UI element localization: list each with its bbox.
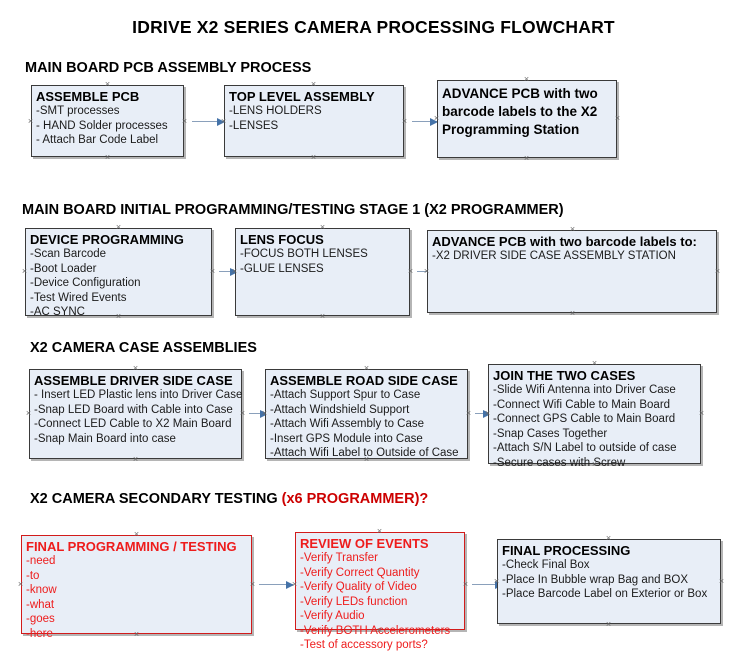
node-title: ADVANCE PCB with two barcode labels to t… bbox=[442, 86, 598, 137]
node-title: ADVANCE PCB with two barcode labels to: bbox=[432, 234, 697, 249]
node-assemble-pcb[interactable]: ASSEMBLE PCB -SMT processes - HAND Solde… bbox=[31, 85, 184, 157]
node-item: -SMT processes bbox=[36, 105, 120, 117]
node-item: -Test of accessory ports? bbox=[300, 639, 428, 651]
node-item: - Insert LED Plastic lens into Driver Ca… bbox=[34, 389, 243, 401]
node-item: -here bbox=[26, 627, 53, 640]
section-heading-main-board-initial-programming: MAIN BOARD INITIAL PROGRAMMING/TESTING S… bbox=[22, 202, 564, 218]
node-advance-pcb-programming-station[interactable]: ADVANCE PCB with two barcode labels to t… bbox=[437, 80, 617, 158]
node-items: -Attach Support Spur to Case -Attach Win… bbox=[270, 388, 465, 461]
node-item: - Attach Bar Code Label bbox=[36, 134, 159, 146]
connector-road-case-to-join bbox=[475, 409, 491, 418]
node-title: FINAL PROGRAMMING / TESTING bbox=[26, 539, 237, 554]
node-item: -goes bbox=[26, 613, 55, 625]
node-item: -Connect LED Cable to X2 Main Board bbox=[34, 418, 232, 430]
section-heading-text: X2 CAMERA CASE ASSEMBLIES bbox=[30, 340, 257, 356]
node-title: JOIN THE TWO CASES bbox=[493, 368, 636, 383]
node-items: -Check Final Box -Place In Bubble wrap B… bbox=[502, 558, 718, 602]
node-item: -Attach Support Spur to Case bbox=[270, 389, 421, 401]
node-item: -Verify BOTH Accelerometers bbox=[300, 624, 451, 637]
node-item: -need bbox=[26, 555, 56, 567]
connector-device-programming-to-lens-focus bbox=[219, 267, 238, 276]
connector-top-level-to-advance bbox=[412, 117, 438, 126]
node-assemble-road-side-case[interactable]: ASSEMBLE ROAD SIDE CASE -Attach Support … bbox=[265, 369, 468, 459]
node-items: -Verify Transfer -Verify Correct Quantit… bbox=[300, 551, 462, 653]
section-heading-accent: (x6 PROGRAMMER)? bbox=[281, 491, 429, 507]
node-item: -Attach Wifi Label to Outside of Case bbox=[270, 447, 459, 459]
node-top-level-assembly[interactable]: TOP LEVEL ASSEMBLY -LENS HOLDERS -LENSES bbox=[224, 85, 404, 157]
connector-final-programming-to-review bbox=[259, 580, 294, 589]
node-advance-pcb-driver-side-case[interactable]: ADVANCE PCB with two barcode labels to: … bbox=[427, 230, 717, 313]
node-item: -Verify Correct Quantity bbox=[300, 566, 420, 579]
node-item: - HAND Solder processes bbox=[36, 119, 168, 132]
node-item: -Verify Audio bbox=[300, 610, 365, 622]
page-title: IDRIVE X2 SERIES CAMERA PROCESSING FLOWC… bbox=[132, 17, 615, 37]
node-title: ASSEMBLE DRIVER SIDE CASE bbox=[34, 373, 233, 388]
node-item: -Verify LEDs function bbox=[300, 595, 408, 608]
node-item: -LENS HOLDERS bbox=[229, 105, 322, 117]
node-item: -AC SYNC bbox=[30, 306, 85, 318]
node-item: -Snap LED Board with Cable into Case bbox=[34, 403, 233, 416]
node-item: -FOCUS BOTH LENSES bbox=[240, 248, 368, 260]
node-item: -Verify Quality of Video bbox=[300, 581, 417, 593]
node-item: -Test Wired Events bbox=[30, 291, 127, 304]
section-heading-text: MAIN BOARD PCB ASSEMBLY PROCESS bbox=[25, 60, 312, 76]
node-item: -Place Barcode Label on Exterior or Box bbox=[502, 588, 708, 600]
node-item: -Insert GPS Module into Case bbox=[270, 432, 423, 445]
node-device-programming[interactable]: DEVICE PROGRAMMING -Scan Barcode -Boot L… bbox=[25, 228, 212, 318]
node-title: FINAL PROCESSING bbox=[502, 543, 631, 558]
section-heading-text: MAIN BOARD INITIAL PROGRAMMING/TESTING S… bbox=[22, 202, 564, 218]
node-title: REVIEW OF EVENTS bbox=[300, 536, 429, 551]
node-title: LENS FOCUS bbox=[240, 232, 324, 247]
node-items: -FOCUS BOTH LENSES -GLUE LENSES bbox=[240, 247, 407, 276]
node-items: -need -to -know -what -goes -here bbox=[26, 554, 249, 641]
node-final-programming-testing[interactable]: FINAL PROGRAMMING / TESTING -need -to -k… bbox=[21, 535, 252, 640]
node-item: -Scan Barcode bbox=[30, 248, 107, 260]
node-item: -X2 DRIVER SIDE CASE ASSEMBLY STATION bbox=[432, 250, 676, 262]
node-item: -know bbox=[26, 584, 57, 596]
node-title: DEVICE PROGRAMMING bbox=[30, 232, 184, 247]
node-item: -Connect Wifi Cable to Main Board bbox=[493, 398, 671, 411]
connector-driver-case-to-road-case bbox=[249, 409, 268, 418]
node-item: -Verify Transfer bbox=[300, 552, 378, 564]
node-join-the-two-cases[interactable]: JOIN THE TWO CASES -Slide Wifi Antenna i… bbox=[488, 364, 701, 469]
connector-assemble-pcb-to-top-level bbox=[192, 117, 225, 126]
node-items: -Scan Barcode -Boot Loader -Device Confi… bbox=[30, 247, 209, 320]
node-title: ASSEMBLE PCB bbox=[36, 89, 140, 104]
node-item: -Boot Loader bbox=[30, 262, 97, 275]
node-item: -Attach Wifi Assembly to Case bbox=[270, 418, 425, 430]
node-item: -Connect GPS Cable to Main Board bbox=[493, 413, 676, 425]
section-heading-x2-camera-case-assemblies: X2 CAMERA CASE ASSEMBLIES bbox=[30, 340, 257, 356]
node-title: ASSEMBLE ROAD SIDE CASE bbox=[270, 373, 458, 388]
node-items: - Insert LED Plastic lens into Driver Ca… bbox=[34, 388, 243, 446]
node-item: -to bbox=[26, 569, 40, 582]
node-title: TOP LEVEL ASSEMBLY bbox=[229, 89, 375, 104]
node-item: -Device Configuration bbox=[30, 277, 141, 289]
node-item: -LENSES bbox=[229, 119, 279, 132]
node-items: -LENS HOLDERS -LENSES bbox=[229, 104, 401, 133]
node-lens-focus[interactable]: LENS FOCUS -FOCUS BOTH LENSES -GLUE LENS… bbox=[235, 228, 410, 316]
section-heading-main-board-pcb-assembly: MAIN BOARD PCB ASSEMBLY PROCESS bbox=[25, 60, 311, 76]
node-item: -Place In Bubble wrap Bag and BOX bbox=[502, 573, 689, 586]
node-item: -Snap Cases Together bbox=[493, 427, 608, 440]
section-heading-text: X2 CAMERA SECONDARY TESTING bbox=[30, 491, 282, 507]
section-heading-x2-camera-secondary-testing: X2 CAMERA SECONDARY TESTING (x6 PROGRAMM… bbox=[30, 491, 428, 507]
node-item: -GLUE LENSES bbox=[240, 262, 324, 275]
node-item: -Attach Windshield Support bbox=[270, 403, 410, 416]
node-item: -what bbox=[26, 598, 55, 611]
node-final-processing[interactable]: FINAL PROCESSING -Check Final Box -Place… bbox=[497, 539, 721, 624]
node-item: -Slide Wifi Antenna into Driver Case bbox=[493, 384, 676, 396]
node-review-of-events[interactable]: REVIEW OF EVENTS -Verify Transfer -Verif… bbox=[295, 532, 465, 651]
node-item: -Attach S/N Label to outside of case bbox=[493, 442, 677, 454]
node-items: -X2 DRIVER SIDE CASE ASSEMBLY STATION bbox=[432, 249, 714, 264]
node-items: -Slide Wifi Antenna into Driver Case -Co… bbox=[493, 383, 698, 470]
node-item: -Check Final Box bbox=[502, 559, 590, 571]
node-item: -Secure cases with Screw bbox=[493, 456, 626, 469]
node-assemble-driver-side-case[interactable]: ASSEMBLE DRIVER SIDE CASE - Insert LED P… bbox=[29, 369, 242, 459]
node-items: -SMT processes - HAND Solder processes -… bbox=[36, 104, 181, 148]
node-item: -Snap Main Board into case bbox=[34, 432, 176, 445]
